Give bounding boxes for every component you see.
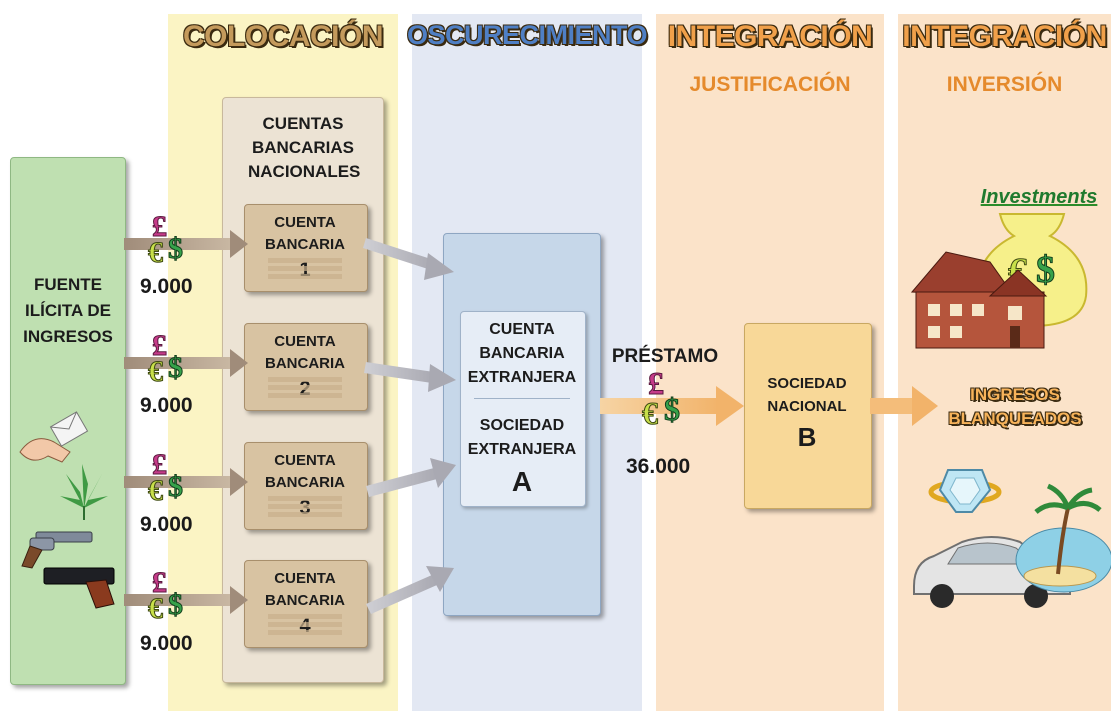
arrow-account-1-to-foreign bbox=[363, 238, 454, 280]
svg-text:$: $ bbox=[1036, 249, 1055, 291]
arrow-account-2-to-foreign bbox=[364, 362, 456, 392]
currency-bag-icon: £ € $ bbox=[148, 329, 184, 389]
svg-text:£: £ bbox=[152, 448, 167, 481]
amount-4: 9.000 bbox=[140, 632, 193, 655]
arrow-source-to-account-2 bbox=[124, 349, 248, 377]
svg-text:£: £ bbox=[648, 365, 664, 401]
cannabis-leaf-icon bbox=[60, 464, 108, 520]
foreign-company-letter: A bbox=[511, 466, 533, 497]
bank-account-3-label: CUENTA BANCARIA bbox=[265, 452, 345, 491]
svg-text:$: $ bbox=[168, 588, 183, 621]
island-icon bbox=[1015, 483, 1111, 593]
revolver-icon bbox=[21, 531, 93, 569]
amount-3: 9.000 bbox=[140, 513, 193, 536]
svg-text:$: $ bbox=[168, 351, 183, 384]
svg-text:$: $ bbox=[168, 232, 183, 265]
svg-text:$: $ bbox=[168, 470, 183, 503]
envelope-hand-icon bbox=[19, 411, 89, 463]
bank-account-2-label: CUENTA BANCARIA bbox=[265, 333, 345, 372]
source-label: FUENTE ILÍCITA DE INGRESOS bbox=[23, 275, 113, 346]
foreign-inner-box bbox=[460, 311, 586, 507]
national-company-name: SOCIEDAD NACIONAL bbox=[767, 375, 847, 415]
svg-text:$: $ bbox=[664, 391, 680, 427]
arrow-national-to-laundered bbox=[870, 386, 938, 426]
svg-text:£: £ bbox=[152, 566, 167, 599]
svg-text:€: € bbox=[148, 355, 163, 388]
brick-pattern-icon bbox=[268, 258, 342, 635]
title-integracion-2: INTEGRACIÓN bbox=[902, 20, 1107, 53]
bank-account-4-label: CUENTA BANCARIA bbox=[265, 570, 345, 609]
loan-amount: 36.000 bbox=[626, 455, 691, 478]
title-oscurecimiento: OSCURECIMIENTO bbox=[406, 20, 648, 50]
amount-2: 9.000 bbox=[140, 394, 193, 417]
arrow-source-to-account-1 bbox=[124, 230, 248, 258]
svg-text:£: £ bbox=[152, 329, 167, 362]
loan-label: PRÉSTAMO bbox=[611, 346, 719, 367]
currency-bag-icon: £ € $ bbox=[642, 365, 681, 432]
svg-text:€: € bbox=[642, 395, 658, 431]
subtitle-inversion: INVERSIÓN bbox=[946, 73, 1063, 96]
currency-bag-icon: £ € $ bbox=[148, 210, 184, 270]
foreign-divider bbox=[474, 398, 570, 399]
arrow-account-3-to-foreign bbox=[366, 458, 456, 497]
subtitle-justificacion: JUSTIFICACIÓN bbox=[689, 73, 851, 96]
svg-text:€: € bbox=[148, 236, 163, 269]
national-company-letter: B bbox=[797, 422, 817, 452]
pistol-icon bbox=[43, 567, 115, 609]
house-icon bbox=[910, 251, 1048, 349]
foreign-company-label: SOCIEDAD EXTRANJERA bbox=[467, 417, 577, 458]
arrow-source-to-account-4 bbox=[124, 586, 248, 614]
currency-bag-icon: £ € $ bbox=[148, 566, 184, 626]
currency-bag-icon: £ € $ bbox=[148, 448, 184, 508]
arrow-account-4-to-foreign bbox=[366, 566, 454, 614]
arrow-foreign-to-national bbox=[600, 386, 744, 426]
title-colocacion: COLOCACIÓN bbox=[183, 20, 384, 53]
svg-text:€: € bbox=[148, 474, 163, 507]
national-company-box bbox=[744, 323, 872, 509]
ring-icon bbox=[928, 469, 1002, 513]
svg-text:£: £ bbox=[152, 210, 167, 243]
national-accounts-header: CUENTAS BANCARIAS NACIONALES bbox=[248, 114, 361, 181]
arrow-source-to-account-3 bbox=[124, 468, 248, 496]
laundered-label: INGRESOS BLANQUEADOS bbox=[948, 385, 1082, 428]
svg-text:€: € bbox=[148, 592, 163, 625]
title-integracion-1: INTEGRACIÓN bbox=[667, 20, 873, 53]
foreign-account-label: CUENTA BANCARIA EXTRANJERA bbox=[467, 321, 577, 386]
investments-sign: Investments bbox=[980, 186, 1098, 208]
amount-1: 9.000 bbox=[140, 275, 193, 298]
bank-account-1-label: CUENTA BANCARIA bbox=[265, 214, 345, 253]
